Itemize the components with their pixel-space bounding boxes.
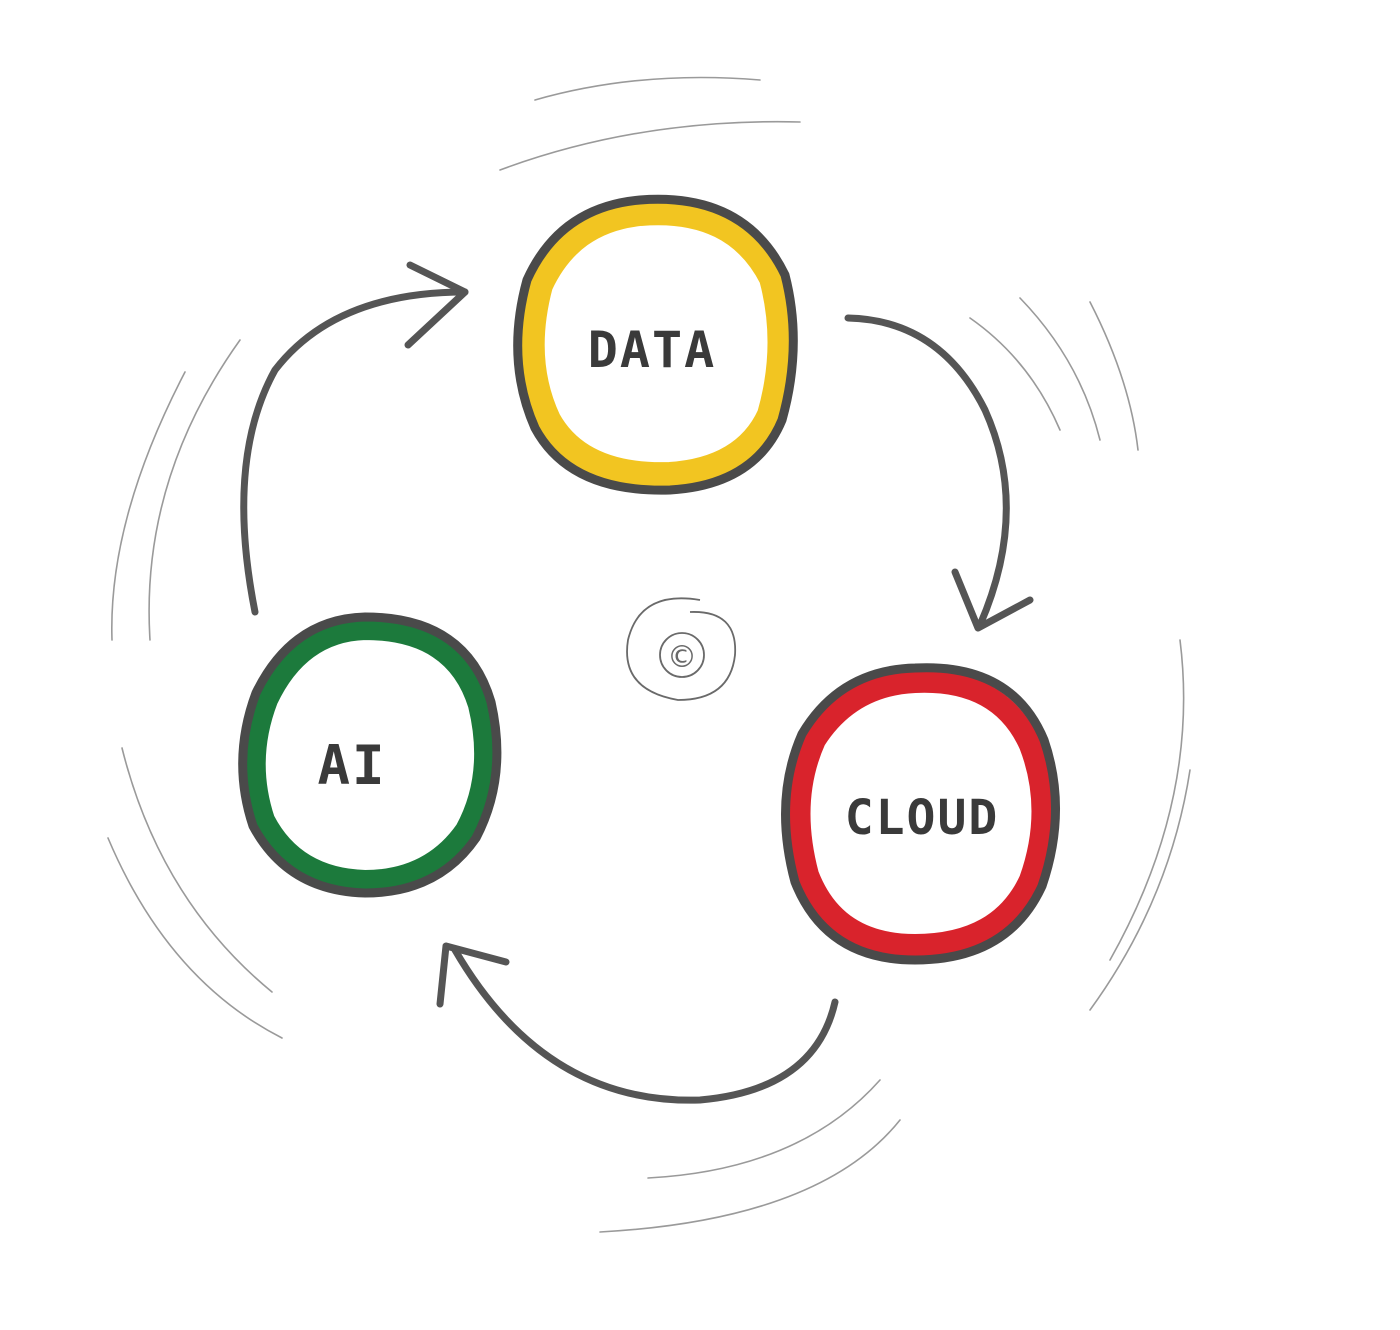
motion-line-top-2 xyxy=(499,120,801,171)
node-cloud-label: CLOUD xyxy=(845,790,1000,846)
node-cloud-ring-color xyxy=(788,670,1054,956)
motion-line-bottom-1 xyxy=(647,1079,881,1179)
node-data: DATA xyxy=(513,194,798,495)
cycle-arrows xyxy=(240,261,1034,1104)
motion-line-left-1 xyxy=(148,339,241,641)
center-swirl: © xyxy=(626,597,736,701)
node-ai-ring-outline xyxy=(238,612,502,898)
center-symbol: © xyxy=(667,640,697,675)
node-data-ring-outline xyxy=(513,194,798,495)
node-ai-label: AI xyxy=(317,734,386,797)
motion-line-right-5 xyxy=(1089,769,1191,1011)
motion-line-top-1 xyxy=(534,76,761,101)
node-ai: AI xyxy=(238,612,502,898)
motion-line-left-4 xyxy=(107,837,283,1039)
motion-line-right-2 xyxy=(1019,297,1101,441)
motion-line-right-3 xyxy=(1089,301,1139,451)
arrow-ai-to-data xyxy=(240,261,469,616)
motion-line-right-1 xyxy=(969,317,1061,431)
node-data-ring-color xyxy=(518,199,794,489)
motion-line-bottom-2 xyxy=(599,1119,901,1233)
motion-line-left-2 xyxy=(111,371,186,641)
arrow-data-to-cloud xyxy=(844,314,1034,632)
motion-line-right-4 xyxy=(1109,639,1185,961)
arrow-cloud-to-ai xyxy=(436,942,839,1104)
node-ai-ring-color xyxy=(245,620,495,890)
node-data-label: DATA xyxy=(588,321,716,379)
motion-line-left-3 xyxy=(121,747,273,993)
node-cloud: CLOUD xyxy=(781,663,1061,965)
motion-lines xyxy=(107,76,1191,1233)
node-cloud-ring-outline xyxy=(781,663,1061,965)
